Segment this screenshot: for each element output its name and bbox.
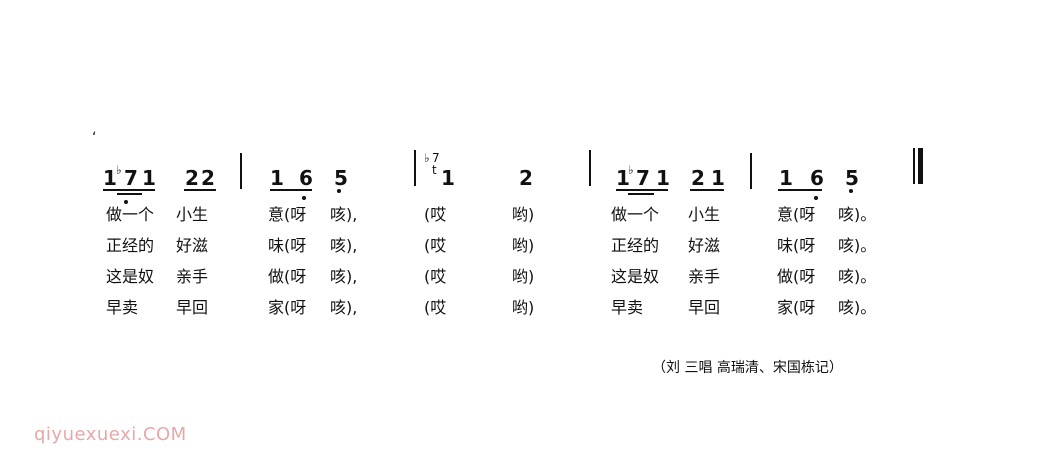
note: ♭ 7 — [116, 164, 138, 190]
octave-dot — [337, 189, 341, 193]
lyric: 哟) — [512, 236, 535, 255]
note: 1 — [656, 166, 670, 190]
octave-dot — [849, 189, 853, 193]
lyric: 咳)。 — [838, 205, 877, 224]
note: 1 — [616, 166, 630, 190]
lyric: 正经的 — [611, 236, 660, 255]
lyric: 意(呀 — [777, 205, 816, 224]
lyric: (哎 — [424, 236, 447, 255]
lyric: 咳), — [330, 298, 358, 317]
credit-line: （刘 三唱 高瑞清、宋国栋记） — [652, 360, 843, 376]
note: t — [432, 163, 437, 177]
barline — [240, 153, 242, 189]
lyric: (哎 — [424, 298, 447, 317]
lyric: 咳)。 — [838, 298, 877, 317]
thin-barline — [913, 148, 915, 184]
note: 1 — [441, 166, 455, 190]
octave-dot — [814, 196, 818, 200]
watermark: qiyuexuexi.COM — [34, 424, 187, 445]
lyric: 哟) — [512, 205, 535, 224]
lyric: 做(呀 — [777, 267, 816, 286]
note: 7 — [432, 151, 440, 165]
note: ♭ 7 — [628, 164, 650, 190]
flat-sign: ♭ — [628, 163, 634, 177]
note: 5 — [845, 166, 859, 190]
note: 1 — [142, 166, 156, 190]
note: 1 — [711, 166, 725, 190]
note: 2 — [185, 166, 199, 190]
lyric: 意(呀 — [268, 205, 307, 224]
lyric: 小生 — [176, 205, 209, 224]
beam — [117, 193, 142, 195]
lyric: 咳)。 — [838, 267, 877, 286]
lyric: 家(呀 — [777, 298, 816, 317]
note: 1 — [103, 166, 117, 190]
lyric: 咳)。 — [838, 236, 877, 255]
note: 7 — [124, 166, 138, 190]
lyric: 咳), — [330, 267, 358, 286]
beam — [616, 189, 668, 191]
stray-mark: ‘ — [92, 130, 97, 146]
lyric: 做(呀 — [268, 267, 307, 286]
thick-barline — [918, 148, 923, 184]
lyric: 小生 — [688, 205, 721, 224]
lyric: 这是奴 — [611, 267, 660, 286]
lyric: 咳), — [330, 236, 358, 255]
lyric: 做一个 — [106, 205, 155, 224]
lyric: 这是奴 — [106, 267, 155, 286]
flat-sign: ♭ — [116, 163, 122, 177]
beam — [778, 189, 822, 191]
lyric: 早卖 — [611, 298, 644, 317]
beam — [270, 189, 312, 191]
lyric: 亲手 — [688, 267, 721, 286]
note: 2 — [691, 166, 705, 190]
lyric: 哟) — [512, 267, 535, 286]
note: 6 — [299, 166, 313, 190]
lyric: 味(呀 — [777, 236, 816, 255]
note: 6 — [810, 166, 824, 190]
beam — [184, 189, 216, 191]
final-barline — [913, 148, 923, 184]
lyric: 亲手 — [176, 267, 209, 286]
beam — [103, 189, 155, 191]
lyric: 咳), — [330, 205, 358, 224]
octave-dot — [302, 196, 306, 200]
lyric: 正经的 — [106, 236, 155, 255]
lyric: (哎 — [424, 267, 447, 286]
note: 2 — [519, 166, 533, 190]
lyric: 早卖 — [106, 298, 139, 317]
note: 1 — [779, 166, 793, 190]
lyric: (哎 — [424, 205, 447, 224]
lyric: 做一个 — [611, 205, 660, 224]
lyric: 早回 — [688, 298, 721, 317]
beam — [690, 189, 724, 191]
lyric: 家(呀 — [268, 298, 307, 317]
lyric: 早回 — [176, 298, 209, 317]
barline — [414, 150, 416, 186]
barline — [589, 150, 591, 186]
lyric: 哟) — [512, 298, 535, 317]
octave-dot — [124, 200, 128, 204]
beam — [628, 193, 654, 195]
note: 5 — [334, 166, 348, 190]
lyric: 味(呀 — [268, 236, 307, 255]
note: 2 — [201, 166, 215, 190]
note: 7 — [636, 166, 650, 190]
flat-sign: ♭ — [424, 151, 430, 165]
lyric: 好滋 — [176, 236, 209, 255]
lyric: 好滋 — [688, 236, 721, 255]
barline — [750, 153, 752, 189]
note: 1 — [270, 166, 284, 190]
